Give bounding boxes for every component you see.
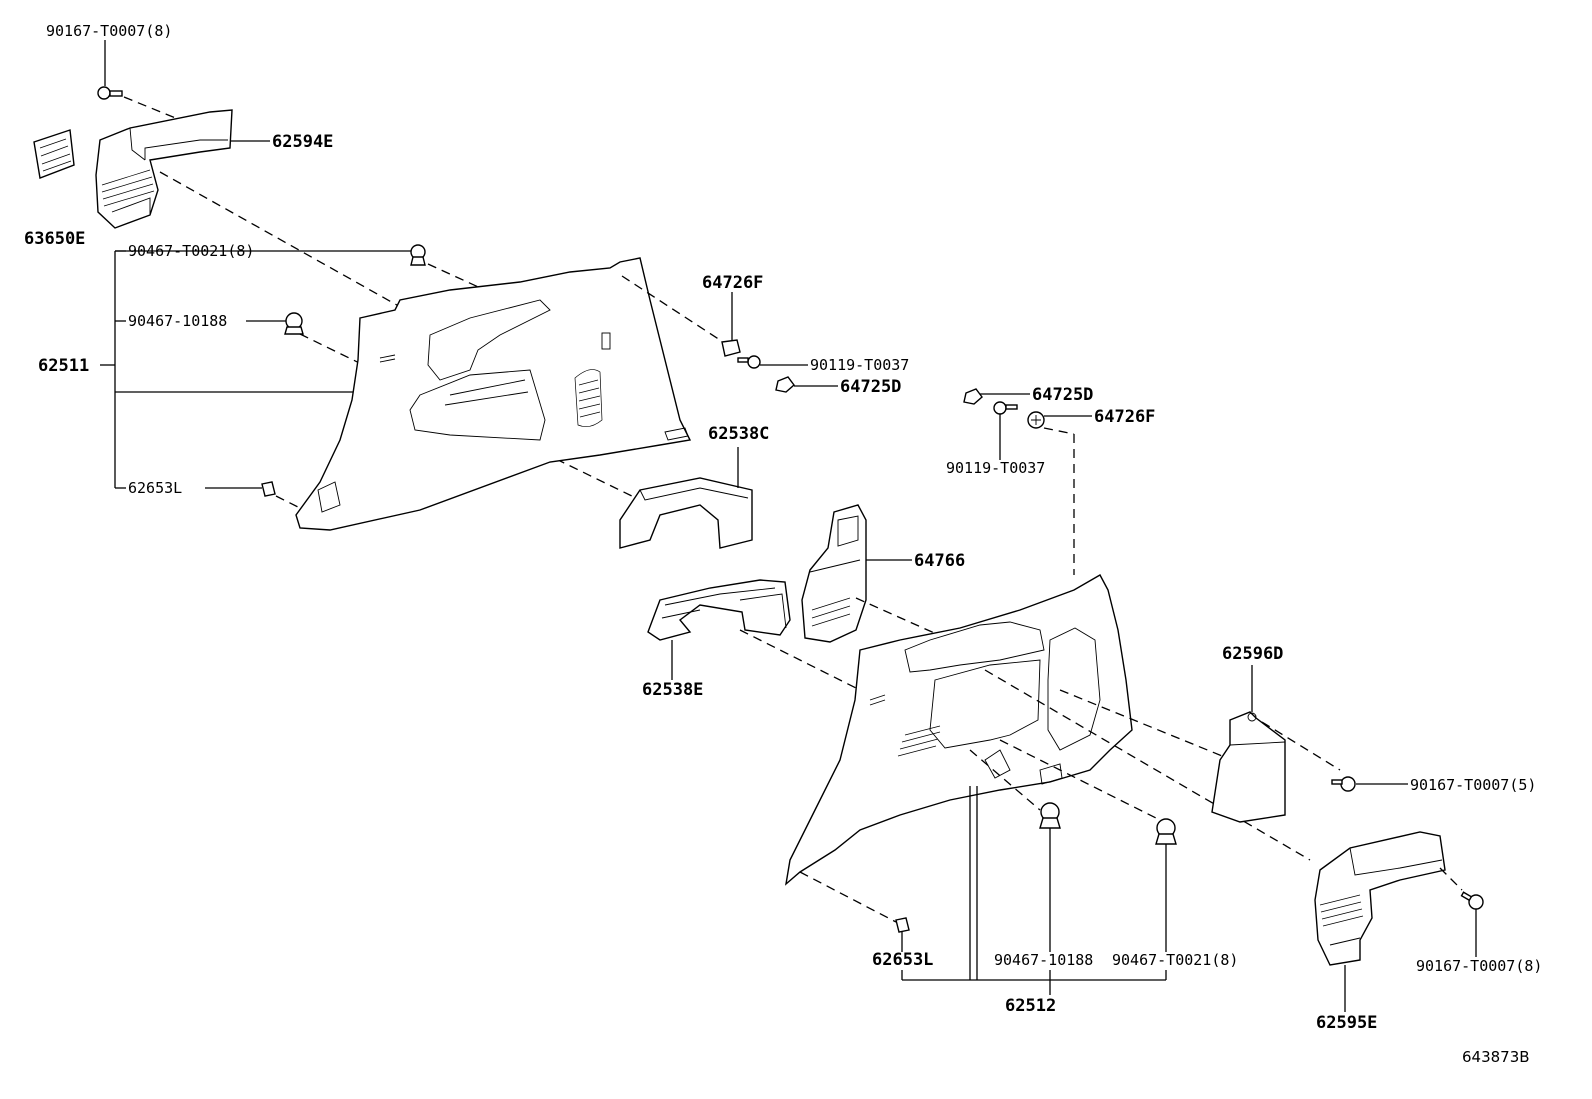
label-62538C: 62538C (708, 424, 769, 444)
label-90119-T0037-top: 90119-T0037 (810, 356, 909, 374)
clip-90467-T0021-left[interactable] (410, 244, 426, 266)
label-62596D: 62596D (1222, 644, 1283, 664)
part-64766[interactable] (801, 504, 867, 643)
clip-64726F-right[interactable] (1027, 411, 1045, 429)
bracket-62512 (901, 786, 1167, 995)
assembly-line (621, 275, 721, 341)
label-62511: 62511 (38, 356, 89, 376)
part-63650E[interactable] (33, 129, 75, 179)
diagram-id: 643873B (1462, 1048, 1530, 1066)
label-63650E: 63650E (24, 229, 85, 249)
bolt-90167-T0007-top[interactable] (97, 40, 123, 100)
assembly-line (799, 871, 897, 923)
screw-90119-T0037-right[interactable] (993, 401, 1018, 415)
assembly-line (969, 749, 1041, 811)
part-62595E[interactable] (1314, 831, 1446, 966)
label-90167-T0007-8-top: 90167-T0007(8) (46, 22, 172, 40)
bolt-90167-T0007-right[interactable] (1460, 891, 1484, 910)
bracket-62511 (100, 250, 358, 489)
assembly-line (1059, 689, 1233, 761)
label-90119-T0037-right: 90119-T0037 (946, 459, 1045, 477)
label-64725D-right: 64725D (1032, 385, 1093, 405)
label-90167-T0007-8-right: 90167-T0007(8) (1416, 957, 1542, 975)
clip-62653L-left[interactable] (261, 481, 276, 497)
assembly-line (1261, 721, 1341, 771)
label-62595E: 62595E (1316, 1013, 1377, 1033)
screw-90119-T0037-top[interactable] (737, 355, 761, 369)
label-90467-T0021-8-left: 90467-T0021(8) (128, 242, 254, 260)
label-90467-10188-left: 90467-10188 (128, 312, 227, 330)
label-62538E: 62538E (642, 680, 703, 700)
label-64766: 64766 (914, 551, 965, 571)
nut-64725D-top[interactable] (775, 376, 795, 393)
clip-90467-T0021-bottom[interactable] (1155, 818, 1177, 845)
clip-62653L-bottom[interactable] (895, 917, 910, 933)
label-64725D-top: 64725D (840, 377, 901, 397)
part-62512-quarter-trim-right[interactable] (784, 574, 1133, 886)
part-62594E[interactable] (95, 109, 233, 229)
label-90467-T0021-8-bottom: 90467-T0021(8) (1112, 951, 1238, 969)
label-64726F-top: 64726F (702, 273, 763, 293)
assembly-line (1439, 867, 1463, 891)
part-62538E[interactable] (647, 579, 791, 641)
assembly-line (159, 171, 421, 319)
assembly-line (855, 597, 951, 641)
label-64726F-right: 64726F (1094, 407, 1155, 427)
assembly-line (739, 629, 861, 691)
label-62594E: 62594E (272, 132, 333, 152)
clip-64726F-top[interactable] (721, 339, 741, 357)
part-62538C[interactable] (619, 477, 753, 549)
label-90467-10188-bottom: 90467-10188 (994, 951, 1093, 969)
part-62511-quarter-trim-left[interactable] (295, 257, 692, 531)
assembly-line (1043, 427, 1075, 435)
part-62596D[interactable] (1211, 711, 1286, 823)
label-90167-T0007-5: 90167-T0007(5) (1410, 776, 1536, 794)
assembly-line (275, 495, 301, 509)
label-62653L-bottom: 62653L (872, 950, 933, 970)
clip-90467-10188-bottom[interactable] (1039, 802, 1061, 829)
clip-90467-10188-left[interactable] (284, 312, 304, 335)
nut-64725D-right[interactable] (963, 388, 983, 405)
assembly-line (984, 669, 1311, 861)
label-62512: 62512 (1005, 996, 1056, 1016)
label-62653L-left: 62653L (128, 479, 182, 497)
assembly-line (299, 333, 641, 501)
bolt-90167-T0007-5[interactable] (1331, 776, 1356, 792)
